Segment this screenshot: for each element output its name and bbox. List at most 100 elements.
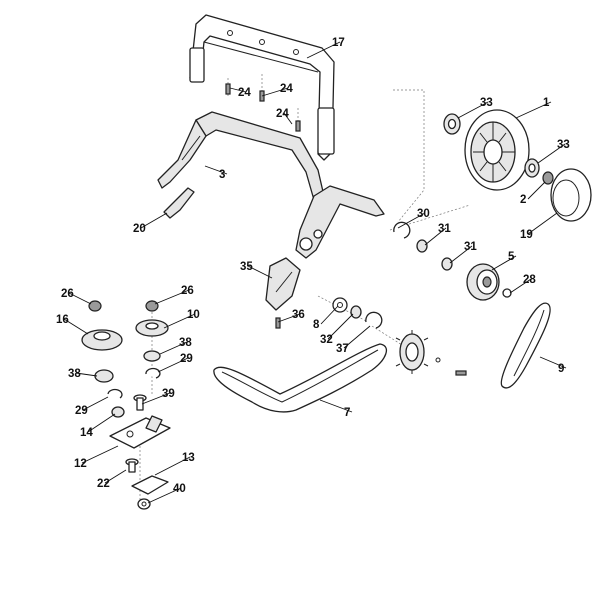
damper-16[interactable] — [81, 329, 123, 351]
washer-8[interactable] — [332, 297, 348, 313]
callout-c37: 37 — [336, 343, 349, 355]
leader-c32 — [327, 313, 354, 340]
hub-cap-19[interactable] — [550, 168, 592, 222]
callout-c13: 13 — [182, 452, 195, 464]
callout-c3: 3 — [219, 169, 225, 181]
bushing-38a[interactable] — [143, 350, 161, 362]
callout-c24a: 24 — [238, 87, 251, 99]
callout-c36: 36 — [292, 309, 305, 321]
leader-c13 — [154, 456, 191, 476]
leader-c17 — [306, 41, 341, 59]
callout-c35: 35 — [240, 261, 253, 273]
plate-12[interactable] — [109, 415, 171, 449]
leader-c10 — [163, 313, 196, 329]
callout-c29b: 29 — [75, 405, 88, 417]
leader-c1 — [515, 101, 552, 119]
callout-c29a: 29 — [180, 353, 193, 365]
callout-c38a: 38 — [179, 337, 192, 349]
damper-10[interactable] — [135, 319, 169, 337]
leader-c3 — [204, 165, 228, 175]
nut-26b[interactable] — [145, 300, 159, 312]
circlip-29b[interactable] — [107, 388, 123, 399]
belt-7[interactable] — [213, 343, 388, 413]
callout-c24c: 24 — [276, 108, 289, 120]
handle-frame[interactable] — [189, 14, 335, 161]
gear-pulley[interactable] — [395, 330, 429, 374]
washer-31a[interactable] — [416, 239, 428, 253]
bracket-35[interactable] — [265, 257, 301, 311]
bushing-33a[interactable] — [443, 113, 461, 135]
callout-c9: 9 — [558, 363, 564, 375]
leader-c38a — [159, 341, 188, 355]
callout-c14: 14 — [80, 427, 93, 439]
leader-c24c — [283, 112, 293, 125]
leader-c16 — [63, 318, 89, 335]
screw-small — [435, 357, 467, 376]
leader-c35 — [247, 265, 273, 279]
callout-c33a: 33 — [480, 97, 493, 109]
screw-36[interactable] — [275, 317, 281, 329]
callout-c31b: 31 — [464, 241, 477, 253]
wheel-1[interactable] — [464, 109, 530, 191]
callout-c17: 17 — [332, 37, 345, 49]
callout-c40: 40 — [173, 483, 186, 495]
callout-c16: 16 — [56, 314, 69, 326]
circlip-29a[interactable] — [145, 367, 161, 379]
callout-c5: 5 — [508, 251, 515, 263]
bolt-39[interactable] — [133, 394, 147, 411]
circlip-30[interactable] — [393, 221, 411, 239]
leader-c22 — [104, 469, 127, 484]
leader-c39 — [141, 392, 171, 405]
nut-26a[interactable] — [88, 300, 102, 312]
callout-c19: 19 — [520, 229, 533, 241]
callout-c1: 1 — [543, 97, 550, 109]
leader-c37 — [343, 325, 371, 349]
leader-c36 — [277, 313, 301, 323]
callout-c26a: 26 — [61, 288, 74, 300]
callout-c26b: 26 — [181, 285, 194, 297]
nut-2[interactable] — [542, 171, 554, 185]
handle-bar[interactable] — [157, 111, 385, 259]
bushing-32[interactable] — [350, 305, 362, 319]
leader-c12 — [81, 445, 119, 464]
pad-13[interactable] — [131, 475, 169, 495]
leader-c24b — [261, 87, 289, 97]
callout-c32: 32 — [320, 334, 333, 346]
leader-c8 — [320, 305, 339, 325]
bushing-14[interactable] — [111, 406, 125, 418]
nut-40[interactable] — [137, 498, 151, 510]
callout-c31a: 31 — [438, 223, 451, 235]
callout-c7: 7 — [344, 407, 350, 419]
screw-24a — [225, 83, 231, 95]
callout-c22: 22 — [97, 478, 110, 490]
washer-31b[interactable] — [441, 257, 453, 271]
bushing-33b[interactable] — [524, 158, 540, 178]
clip-20[interactable] — [163, 187, 195, 219]
callout-c20: 20 — [133, 223, 146, 235]
leader-c2 — [527, 181, 546, 200]
callout-c10: 10 — [187, 309, 200, 321]
leader-c26b — [154, 289, 190, 305]
leader-c30 — [397, 212, 426, 229]
leader-c33b — [537, 143, 566, 164]
callout-c38b: 38 — [68, 368, 81, 380]
callout-c33b: 33 — [557, 139, 570, 151]
belt-9[interactable] — [500, 302, 551, 389]
leader-c31a — [424, 227, 447, 246]
leader-c20 — [140, 212, 168, 229]
leader-c26a — [68, 292, 92, 305]
leader-c19 — [527, 212, 558, 235]
leader-c7 — [319, 399, 353, 413]
bolt-22[interactable] — [125, 458, 139, 473]
callout-c39: 39 — [162, 388, 175, 400]
pulley-5[interactable] — [466, 263, 500, 301]
circlip-37[interactable] — [365, 311, 383, 329]
leader-c29a — [157, 357, 189, 373]
leader-c31b — [449, 245, 473, 264]
leader-c38b — [75, 372, 98, 377]
ring-28[interactable] — [502, 288, 512, 298]
bushing-38b[interactable] — [94, 369, 114, 383]
leader-c14 — [87, 413, 116, 433]
callout-c12: 12 — [74, 458, 87, 470]
